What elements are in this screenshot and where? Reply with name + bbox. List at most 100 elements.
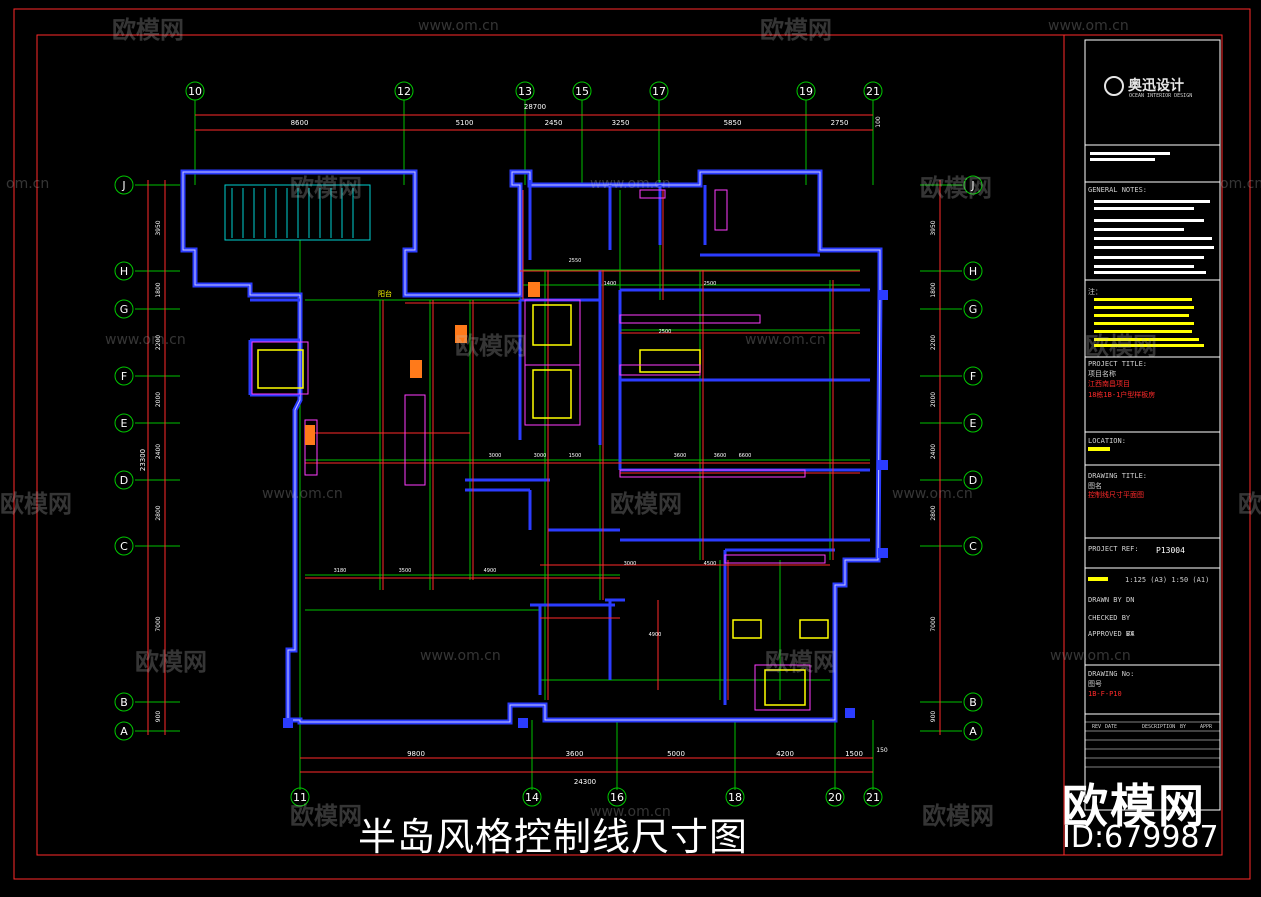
grid-bubble-label: 18 [728,791,742,804]
checked-by-label: CHECKED BY [1088,614,1131,622]
grid-bubble [522,787,542,807]
dim-edge-top: 100 [875,116,882,128]
dim-right-value: 2400 [930,444,937,459]
cabinet-strip [619,314,761,324]
grid-bubble [290,787,310,807]
grid-bubble [963,536,983,556]
project-ref-label: PROJECT REF: [1088,545,1139,553]
notes-yellow-bar [1094,344,1204,347]
grid-bubble [572,81,592,101]
notes-text-bar [1094,237,1212,240]
dim-top-value: 3250 [612,119,630,127]
watermark-url: www.om.cn [590,804,671,820]
notes-text-bar [1094,256,1204,259]
grid-bubble [863,81,883,101]
company-logo-icon [1104,76,1124,96]
watermark-url: www.om.cn [1050,648,1131,664]
fixture-outline [732,619,762,639]
grid-bubble-label: H [120,265,128,278]
grid-bubble [114,261,134,281]
scale-label-bar [1088,577,1108,581]
interior-dim-value: 3500 [399,568,412,574]
watermark-brand: 欧模网 [455,332,527,360]
interior-dim-value: 4900 [484,568,497,574]
notes-text-bar [1090,152,1170,155]
dim-left-value: 2000 [155,392,162,407]
notes-yellow-bar [1094,298,1192,301]
appliance [410,360,422,378]
notes-text-bar [1094,219,1204,222]
notes-text-bar [1094,265,1194,268]
dim-left-value: 2800 [155,505,162,520]
dim-right-value: 2000 [930,392,937,407]
cabinet-strip [619,469,806,478]
grid-bubble-label: B [969,696,977,709]
grid-bubble [963,366,983,386]
dim-right-value: 2200 [930,335,937,350]
drawing-name: 控制线尺寸平面图 [1088,491,1144,499]
watermark-brand: 欧模网 [760,16,832,44]
room-tag: 阳台 [378,289,392,298]
interior-dim-value: 6600 [739,453,752,459]
fixture-frame [251,341,309,395]
cabinet-strip [714,189,728,231]
drawing-no-label: DRAWING No: [1088,670,1135,678]
fixtures: 阳台 [224,184,829,711]
grid-bubble [114,175,134,195]
dim-left-value: 2200 [155,335,162,350]
dim-right-value: 1800 [930,282,937,297]
grid-bubble-label: 19 [799,85,813,98]
structural-column [518,718,528,728]
grid-bubble [963,413,983,433]
grid-bubble-label: 16 [610,791,624,804]
grid-bubble [394,81,414,101]
dim-right-value: 900 [930,711,937,723]
grid-bubble-label: 21 [866,791,880,804]
grid-bubble [114,470,134,490]
sheet-border-inner [36,34,1223,856]
exterior-wall-line [182,171,881,723]
dim-bottom-value: 5000 [667,750,685,758]
watermark-url: www.om.cn [1048,18,1129,34]
fixture-outline [639,349,701,373]
location-label: LOCATION: [1088,437,1126,445]
grid-bubble-label: A [969,725,977,738]
grid-bubble [185,81,205,101]
project-sub: 18栋1B-1户型样板房 [1088,391,1156,399]
watermark-url: www.om.cn [105,332,186,348]
interior-dimension-lines [147,114,941,773]
project-title-cn-label: 项目名称 [1088,370,1116,378]
appliance [528,282,540,297]
structural-column [878,290,888,300]
notes-yellow-bar [1094,338,1199,341]
interior-dim-value: 3600 [714,453,727,459]
fixture-frame [754,664,811,711]
watermark-brand: 欧模网 [135,648,207,676]
watermark-url: www.om.cn [745,332,826,348]
watermark-url: www.om.cn [418,18,499,34]
rev-header-appr: APPR [1200,724,1213,730]
cabinet-strip [619,364,701,376]
grid-bubble [515,81,535,101]
notes-cn-label: 注： [1088,288,1102,296]
watermark-id: ID:679987 [1062,820,1219,855]
dim-left-value: 1800 [155,282,162,297]
grid-bubble [114,692,134,712]
grid-bubble-label: E [970,417,977,430]
grid-bubble-label: 12 [397,85,411,98]
title-block-frame [1084,39,1221,811]
fixture-outline [257,349,304,389]
notes-text-bar [1094,200,1210,203]
watermark-url: www.om.cn [590,176,671,192]
watermark-url: om.cn [6,176,50,192]
drawing-title-cn-label: 图名 [1088,482,1102,490]
grid-bubble-label: C [120,540,128,553]
interior-dim-value: 4500 [704,561,717,567]
title-block-logo: 奥迅设计 [1128,78,1184,94]
grid-bubble-label: D [120,474,128,487]
title-block-logo-sub: OCEAN INTERIOR DESIGN [1129,93,1193,99]
appliance [455,325,467,343]
grid-bubble-label: G [969,303,978,316]
sheet-border-outer [13,8,1251,880]
